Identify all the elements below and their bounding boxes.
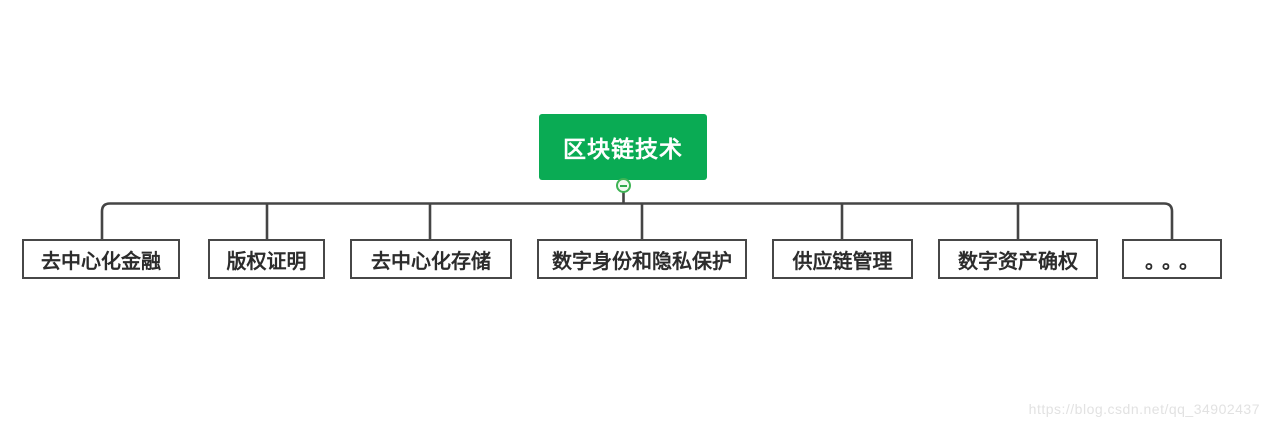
child-node-copyright[interactable]: 版权证明 [208,239,325,279]
child-node-label: 版权证明 [226,250,307,273]
child-node-label: 供应链管理 [792,250,893,273]
child-node-identity-privacy[interactable]: 数字身份和隐私保护 [537,239,747,279]
root-node-label: 区块链技术 [563,136,683,162]
child-node-label: 去中心化金融 [41,250,161,273]
child-node-label: 去中心化存储 [371,250,491,273]
child-node-storage[interactable]: 去中心化存储 [350,239,512,279]
child-node-ellipsis[interactable]: 。。。 [1122,239,1222,279]
watermark: https://blog.csdn.net/qq_34902437 [1028,401,1260,417]
collapse-button[interactable] [616,178,631,193]
root-node-blockchain[interactable]: 区块链技术 [539,114,707,180]
child-node-supply-chain[interactable]: 供应链管理 [772,239,913,279]
child-node-label: 数字资产确权 [958,250,1078,273]
child-node-digital-assets[interactable]: 数字资产确权 [938,239,1098,279]
minus-icon [620,184,627,187]
child-node-label: 。。。 [1145,250,1206,273]
child-node-defi[interactable]: 去中心化金融 [22,239,180,279]
child-node-label: 数字身份和隐私保护 [552,250,732,273]
